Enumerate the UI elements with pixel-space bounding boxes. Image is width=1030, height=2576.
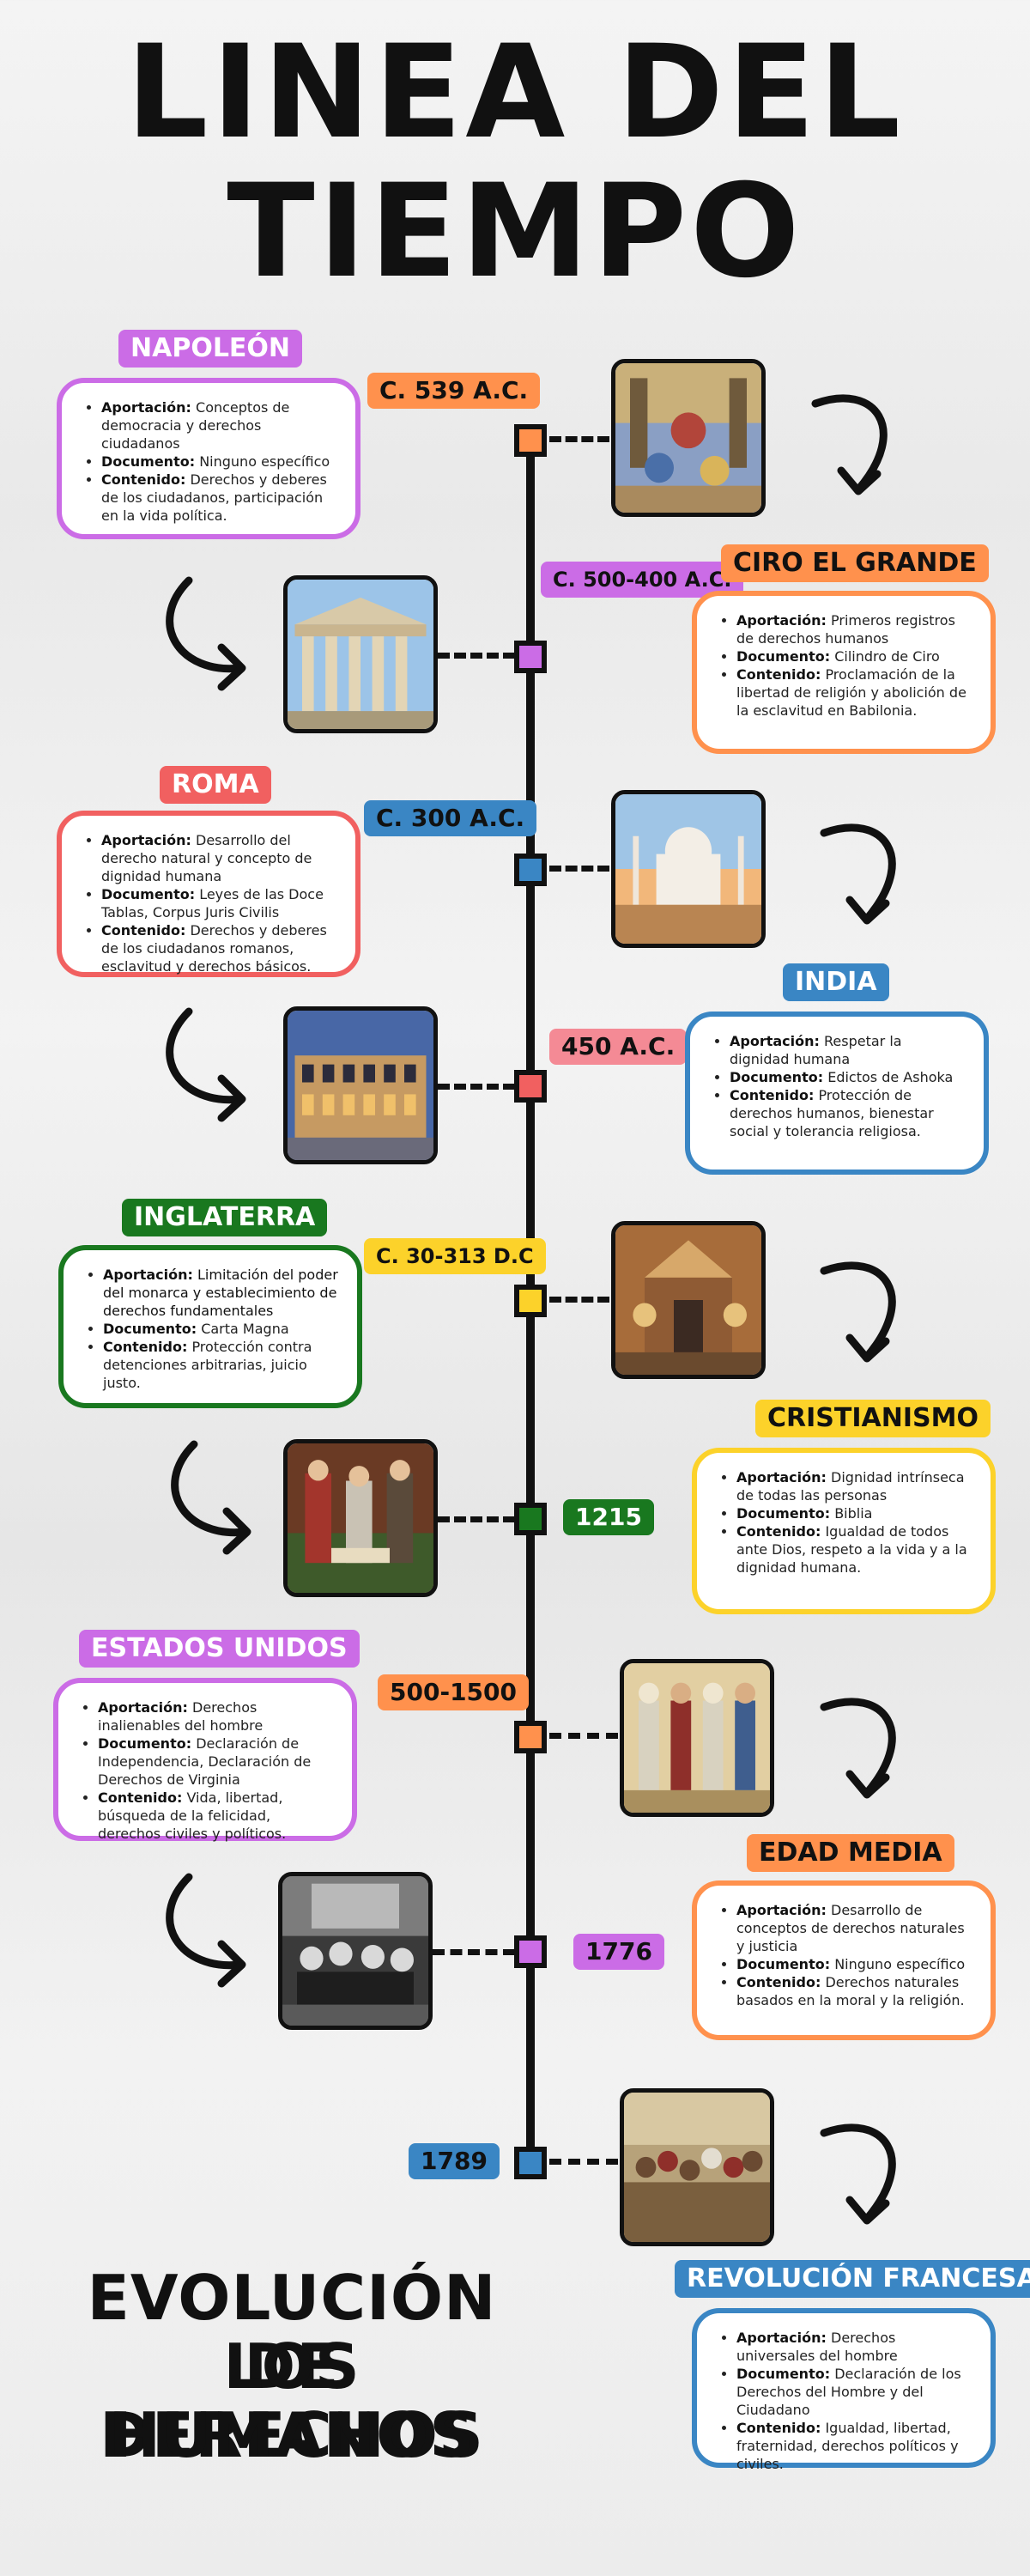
entry-card-revolucion-francesa: Aportación: Derechos universales del hom… (692, 2308, 996, 2472)
curved-arrow-icon (171, 1440, 251, 1555)
connector-7 (433, 1949, 515, 1955)
entry-date-6: 500-1500 (378, 1674, 529, 1710)
entry-date-0: C. 539 A.C. (367, 373, 541, 409)
timeline-node-2 (514, 854, 547, 886)
connector-5 (438, 1516, 515, 1522)
connector-2 (549, 866, 609, 872)
entry-label-edad-media: EDAD MEDIA (747, 1834, 954, 1872)
curved-arrow-icon (811, 394, 888, 495)
entry-card-ciro-el-grande: Aportación: Primeros registros de derech… (692, 591, 996, 754)
entry-label-estados-unidos: ESTADOS UNIDOS (79, 1630, 360, 1668)
entry-card-napoleon: Aportación: Conceptos de democracia y de… (57, 378, 360, 539)
entry-label-napoleon: NAPOLEÓN (118, 330, 303, 368)
connector-3 (438, 1084, 515, 1090)
connector-0 (549, 436, 609, 442)
entry-card-cristianismo: Aportación: Dignidad intrínseca de todas… (692, 1448, 996, 1614)
entry-date-8: 1789 (409, 2143, 500, 2179)
french-revolution-crowd-icon (620, 2088, 774, 2246)
declaration-signing-icon (278, 1872, 433, 2030)
timeline-node-3 (514, 1070, 547, 1103)
subtitle-line3: HUMANOS (108, 2399, 476, 2471)
entry-card-estados-unidos: Aportación: Derechos inalienables del ho… (53, 1678, 357, 1842)
connector-4 (549, 1297, 609, 1303)
entry-card-inglaterra: Aportación: Limitación del poder del mon… (58, 1245, 362, 1408)
entry-label-india: INDIA (783, 963, 889, 1001)
connector-8 (549, 2159, 618, 2165)
page-title-line2: TIEMPO (227, 157, 803, 307)
subtitle-line1: EVOLUCIÓN DE (87, 2262, 497, 2403)
entry-date-3: 450 A.C. (549, 1029, 688, 1065)
curved-arrow-icon (820, 2123, 896, 2225)
entry-card-edad-media: Aportación: Desarrollo de conceptos de d… (692, 1880, 996, 2040)
subtitle-line2: LOS DERECHOS (100, 2330, 484, 2471)
connector-1 (438, 653, 515, 659)
timeline-node-7 (514, 1935, 547, 1968)
persian-court-painting-icon (611, 359, 766, 517)
timeline-node-6 (514, 1721, 547, 1753)
colosseum-icon (283, 1006, 438, 1164)
entry-date-7: 1776 (573, 1934, 664, 1970)
entry-card-roma: Aportación: Desarrollo del derecho natur… (57, 811, 360, 977)
entry-label-revolucion-francesa: REVOLUCIÓN FRANCESA (675, 2260, 1030, 2298)
entry-card-india: Aportación: Respetar la dignidad humana … (685, 1012, 989, 1175)
entry-label-roma: ROMA (160, 766, 271, 804)
timeline-node-1 (514, 641, 547, 673)
entry-date-4: C. 30-313 D.C (364, 1238, 546, 1274)
timeline-node-5 (514, 1503, 547, 1535)
parthenon-icon (283, 575, 438, 733)
medieval-dance-of-death-icon (620, 1659, 774, 1817)
curved-arrow-icon (166, 576, 246, 691)
timeline-node-0 (514, 424, 547, 457)
entry-label-cristianismo: CRISTIANISMO (755, 1400, 991, 1437)
curved-arrow-icon (820, 1698, 896, 1799)
entry-label-ciro-el-grande: CIRO EL GRANDE (721, 544, 989, 582)
taj-mahal-icon (611, 790, 766, 948)
religious-fresco-icon (611, 1221, 766, 1379)
connector-6 (549, 1733, 618, 1739)
entry-date-2: C. 300 A.C. (364, 800, 537, 836)
curved-arrow-icon (820, 1261, 896, 1363)
page-title-line1: LINEA DEL (125, 18, 905, 167)
entry-label-inglaterra: INGLATERRA (122, 1199, 328, 1236)
timeline-node-8 (514, 2147, 547, 2179)
curved-arrow-icon (820, 823, 896, 925)
curved-arrow-icon (166, 1007, 246, 1122)
timeline-node-4 (514, 1285, 547, 1317)
magna-carta-signing-icon (283, 1439, 438, 1597)
curved-arrow-icon (166, 1873, 246, 1988)
entry-date-5: 1215 (563, 1499, 654, 1535)
